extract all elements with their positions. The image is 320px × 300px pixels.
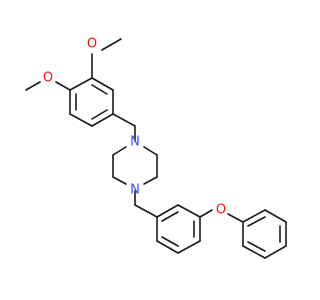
- bond: [112, 146, 127, 156]
- bond: [161, 211, 179, 222]
- nitrogen-atom-label: N: [130, 135, 140, 150]
- bond: [264, 245, 287, 259]
- bond: [143, 146, 158, 156]
- phenoxyphenyl-group: [134, 204, 287, 259]
- oxygen-atom-label: O: [87, 37, 97, 52]
- structure-diagram: O O N N O: [25, 37, 287, 259]
- atom-labels: O O N N O: [43, 37, 226, 218]
- nitrogen-atom-label: N: [130, 183, 140, 198]
- bond: [91, 77, 114, 91]
- bond: [264, 209, 287, 223]
- oxygen-atom-label: O: [43, 71, 53, 86]
- bond: [156, 204, 179, 218]
- bond: [112, 176, 127, 185]
- bond: [242, 209, 266, 223]
- bond: [69, 113, 93, 127]
- bond: [227, 213, 244, 223]
- bond: [247, 216, 266, 227]
- bond: [112, 113, 136, 127]
- bond: [199, 209, 213, 218]
- bond: [242, 245, 266, 259]
- dimethoxyphenyl-group: [25, 38, 136, 127]
- bond: [91, 109, 108, 120]
- bond: [91, 113, 114, 127]
- bond: [69, 77, 93, 91]
- bond: [143, 176, 158, 185]
- bond: [247, 241, 266, 252]
- bond: [156, 240, 179, 254]
- bond: [101, 38, 122, 51]
- bond: [161, 236, 179, 247]
- bond: [55, 81, 71, 91]
- piperazine-ring: [112, 125, 158, 206]
- bond: [91, 84, 108, 95]
- bond: [134, 204, 158, 218]
- bond: [177, 240, 201, 254]
- oxygen-atom-label: O: [216, 203, 226, 218]
- bond: [25, 81, 41, 91]
- bond: [177, 204, 201, 218]
